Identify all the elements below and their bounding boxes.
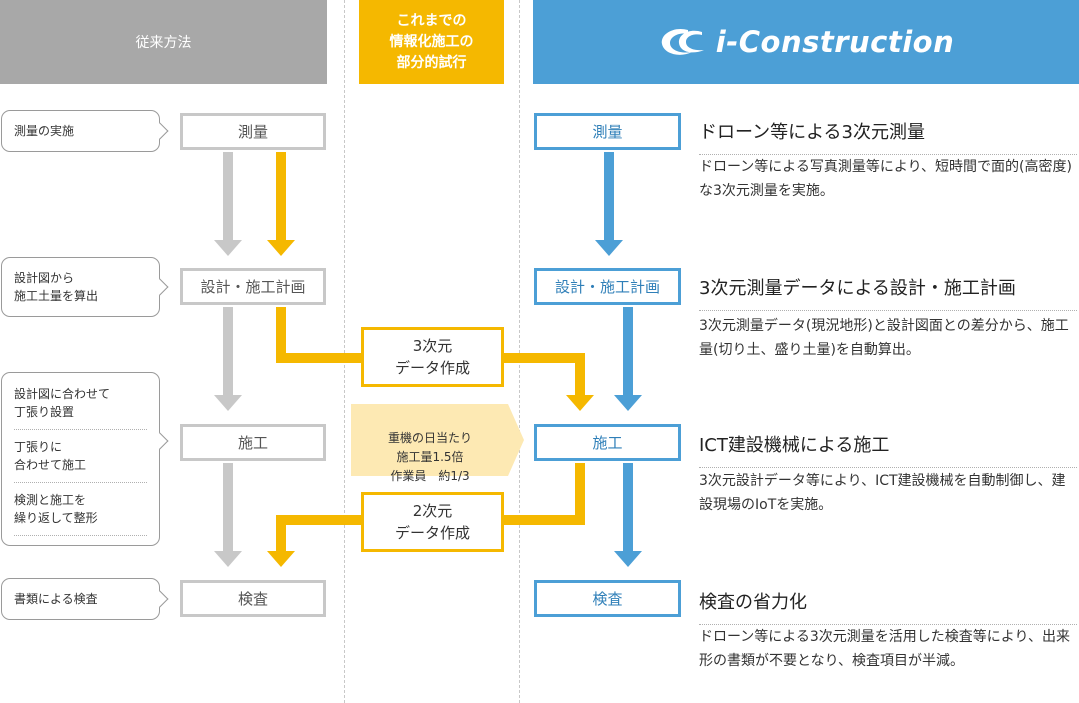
yellow-path-3c [276, 515, 366, 525]
callout-construct-step-2: 丁張りに 合わせて施工 [14, 430, 147, 483]
header-conventional: 従来方法 [0, 0, 327, 84]
header-i-construction: i-Construction [533, 0, 1079, 84]
callout-construct: 設計図に合わせて 丁張り設置 丁張りに 合わせて施工 検測と施工を 繰り返して整… [1, 372, 169, 546]
description-body-inspect: ドローン等による3次元測量を活用した検査等により、出来形の書類が不要となり、検査… [699, 629, 1070, 669]
ict-step-survey-label: 測量 [592, 123, 623, 141]
description-title-construct: ICT建設機械による施工 [699, 431, 1077, 468]
gray-arrow-shaft-1 [223, 152, 233, 242]
i-construction-logo: i-Construction [658, 25, 954, 59]
blue-arrow-head-2 [614, 395, 642, 411]
ict-step-construct: 施工 [534, 424, 681, 461]
description-title-inspect: 検査の省力化 [699, 588, 1077, 625]
header-partial-trial: これまでの 情報化施工の 部分的試行 [359, 0, 504, 84]
yellow-arrow-shaft-1 [276, 152, 286, 242]
callout-inspect-text: 書類による検査 [14, 592, 98, 606]
yellow-path-3a [575, 463, 585, 525]
gray-arrow-head-2 [214, 395, 242, 411]
blue-arrow-head-3 [614, 551, 642, 567]
gray-arrow-head-1 [214, 240, 242, 256]
conventional-step-design: 設計・施工計画 [180, 268, 326, 305]
description-body-survey: ドローン等による写真測量等により、短時間で面的(高密度)な3次元測量を実施。 [699, 159, 1072, 199]
yellow-arrows [267, 152, 594, 567]
middle-3d-data-creation: 3次元 データ作成 [361, 327, 504, 387]
separator-right [519, 0, 520, 703]
middle-efficiency-note: 重機の日当たり 施工量1.5倍 作業員 約1/3 [355, 410, 505, 483]
yellow-path-2d [575, 353, 585, 397]
yellow-path-2a [276, 307, 286, 363]
description-body-design: 3次元測量データ(現況地形)と設計図面との差分から、施工量(切り土、盛り土量)を… [699, 318, 1069, 358]
yellow-arrow-head-2 [566, 395, 594, 411]
gray-arrow-shaft-2 [223, 307, 233, 397]
blue-arrow-head-1 [595, 240, 623, 256]
separator-left [344, 0, 345, 703]
middle-3d-data-creation-label: 3次元 データ作成 [394, 337, 470, 377]
conventional-step-survey-label: 測量 [237, 123, 268, 141]
yellow-path-3d [276, 515, 286, 553]
conventional-step-inspect: 検査 [180, 580, 326, 617]
yellow-path-2b [276, 353, 366, 363]
description-title-design: 3次元測量データによる設計・施工計画 [699, 274, 1077, 311]
ict-step-design: 設計・施工計画 [534, 268, 681, 305]
yellow-path-2c [500, 353, 585, 363]
yellow-path-3b [500, 515, 585, 525]
efficiency-chevron [351, 404, 524, 476]
header-conventional-label: 従来方法 [135, 35, 192, 51]
blue-arrows [595, 152, 642, 567]
i-construction-swoosh-icon [661, 28, 704, 55]
callout-construct-step-1: 設計図に合わせて 丁張り設置 [14, 377, 147, 430]
middle-efficiency-note-text: 重機の日当たり 施工量1.5倍 作業員 約1/3 [387, 431, 472, 483]
callout-construct-step-3: 検測と施工を 繰り返して整形 [14, 483, 147, 536]
conventional-step-survey: 測量 [180, 113, 326, 150]
callout-design-text: 設計図から 施工土量を算出 [14, 271, 99, 303]
conventional-step-construct-label: 施工 [237, 434, 268, 452]
header-partial-trial-label: これまでの 情報化施工の 部分的試行 [389, 12, 474, 71]
gray-arrow-head-3 [214, 551, 242, 567]
middle-2d-data-creation-label: 2次元 データ作成 [394, 502, 470, 542]
callout-design: 設計図から 施工土量を算出 [1, 257, 169, 317]
blue-arrow-shaft-1 [604, 152, 614, 242]
description-title-survey: ドローン等による3次元測量 [699, 118, 1077, 155]
blue-arrow-shaft-3 [623, 463, 633, 553]
ict-step-construct-label: 施工 [592, 434, 623, 452]
ict-step-inspect: 検査 [534, 580, 681, 617]
middle-2d-data-creation: 2次元 データ作成 [361, 492, 504, 552]
callout-survey-text: 測量の実施 [14, 124, 75, 138]
ict-step-survey: 測量 [534, 113, 681, 150]
conventional-step-design-label: 設計・施工計画 [200, 278, 306, 296]
gray-arrow-shaft-3 [223, 463, 233, 553]
yellow-arrow-head-3 [267, 551, 295, 567]
i-construction-wordmark: i-Construction [715, 25, 955, 59]
conventional-step-inspect-label: 検査 [237, 590, 268, 608]
ict-step-inspect-label: 検査 [592, 590, 623, 608]
yellow-arrow-head-1 [267, 240, 295, 256]
ict-step-design-label: 設計・施工計画 [554, 278, 660, 296]
description-body-construct: 3次元設計データ等により、ICT建設機械を自動制御し、建設現場のIoTを実施。 [699, 473, 1066, 513]
conventional-step-construct: 施工 [180, 424, 326, 461]
gray-arrows [214, 152, 242, 567]
callout-survey: 測量の実施 [1, 110, 169, 152]
blue-arrow-shaft-2 [623, 307, 633, 397]
callout-inspect: 書類による検査 [1, 578, 169, 620]
